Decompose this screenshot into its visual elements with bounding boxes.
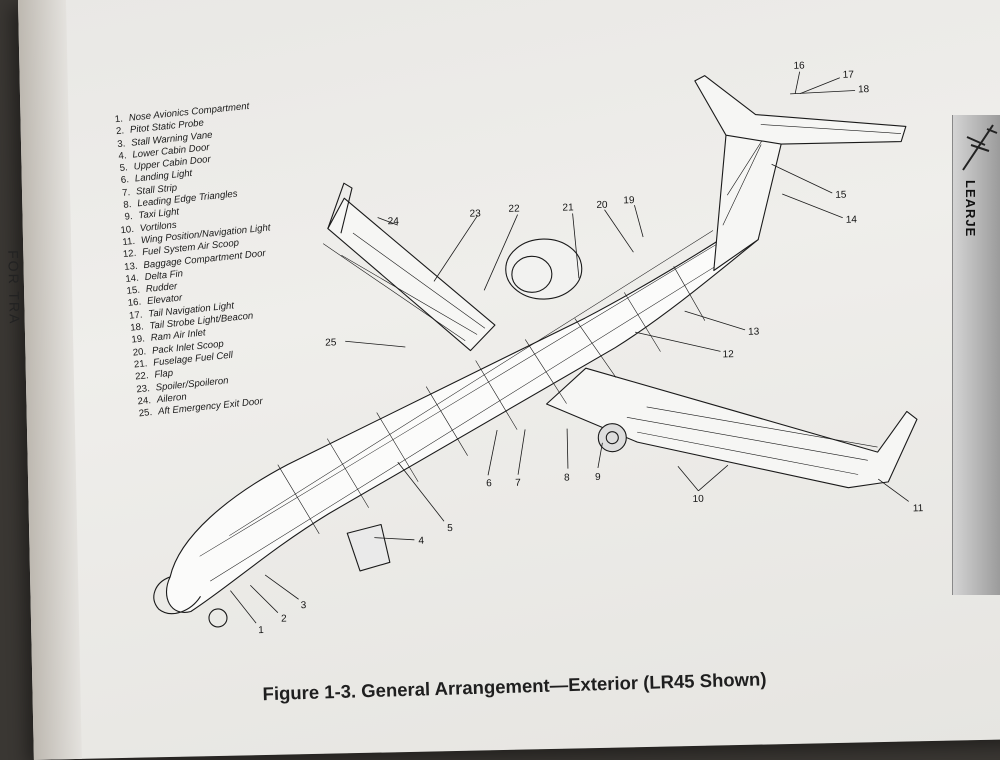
callout-4: 4 [418,536,424,547]
edge-header-text: FOR TRA [5,249,23,326]
callout-13: 13 [748,327,760,338]
callout-18: 18 [858,84,870,95]
callout-15: 15 [835,190,847,201]
callout-7: 7 [515,478,521,489]
callout-9: 9 [595,472,601,483]
callout-25: 25 [325,337,337,348]
callout-20: 20 [596,200,608,211]
lower-cabin-door [346,523,391,572]
callout-16: 16 [793,61,805,72]
callout-19: 19 [623,195,635,206]
callout-3: 3 [301,600,307,611]
aircraft-thumbnail-icon [962,124,998,171]
callout-23: 23 [469,208,481,219]
callout-8: 8 [564,473,570,484]
callout-24: 24 [388,216,400,227]
callout-12: 12 [722,349,734,360]
callout-6: 6 [486,478,492,489]
horizontal-stabilizer [694,75,907,145]
callout-17: 17 [843,70,855,81]
index-tab [952,115,1000,595]
callout-11: 11 [913,503,924,514]
engine-nacelle [505,238,583,300]
callout-5: 5 [447,523,453,534]
aircraft-cutaway-drawing: 1 2 3 4 5 6 7 8 9 10 11 12 13 14 15 16 1… [153,61,924,636]
callout-22: 22 [508,204,520,215]
index-tab-label: LEARJE [963,180,978,238]
left-wing [327,197,496,352]
callout-10: 10 [692,494,704,505]
fuselage [166,224,759,613]
callout-21: 21 [562,202,574,213]
callout-1: 1 [258,625,264,636]
right-wing [546,367,918,489]
manual-page: FOR TRA 1.Nose Avionics Compartment 2.Pi… [5,0,1000,760]
callout-14: 14 [846,214,858,225]
callout-2: 2 [281,614,287,625]
